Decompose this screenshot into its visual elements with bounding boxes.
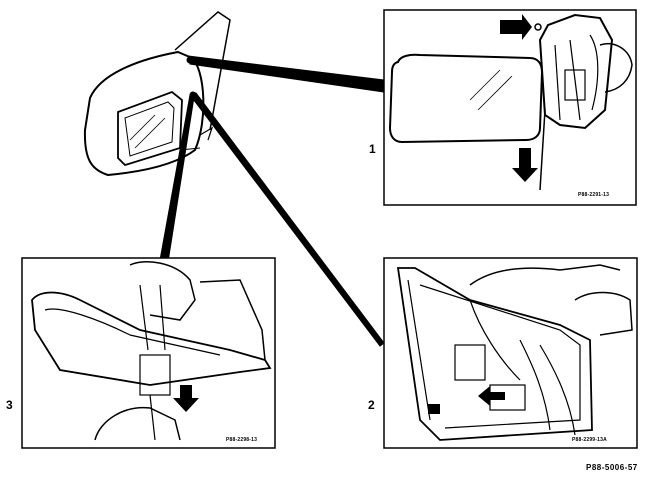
panel-3-code: P88-2298-13	[226, 437, 258, 443]
overview-mirror	[83, 11, 231, 177]
panel-2-step-label: 2	[368, 398, 375, 412]
panel-2-arrow-left	[478, 386, 505, 406]
panel-1-arrow-down	[512, 148, 538, 182]
panel-1-step-label: 1	[369, 142, 376, 156]
panel-3	[21, 257, 276, 449]
panel-3-step-label: 3	[6, 398, 13, 412]
panel-2-clip-marker	[428, 404, 440, 414]
panel-1	[383, 9, 637, 206]
panel-2	[383, 257, 638, 449]
connector-lines	[159, 55, 385, 347]
panel-1-arrow-right	[500, 14, 532, 40]
panel-3-arrow-down	[173, 385, 199, 412]
panel-1-code: P88-2291-13	[578, 192, 610, 198]
document-code: P88-5006-57	[586, 463, 638, 472]
panel-2-code: P88-2299-13A	[572, 437, 607, 443]
